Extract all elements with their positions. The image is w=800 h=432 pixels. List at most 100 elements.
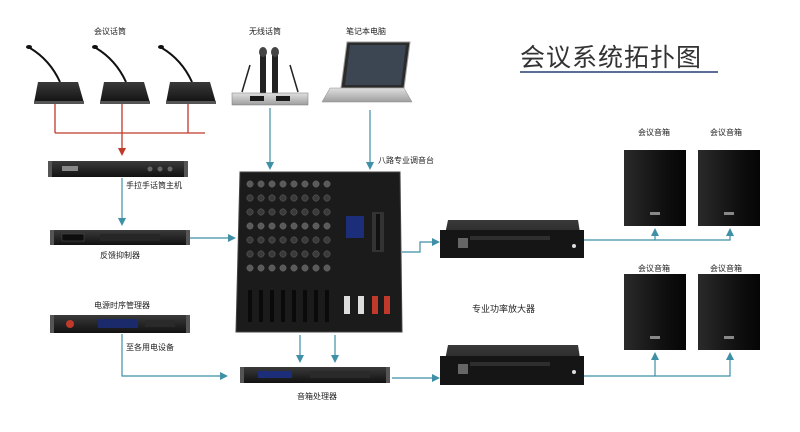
conference-mic-1: [26, 45, 84, 104]
label-power-sequencer: 电源时序管理器: [94, 301, 150, 310]
mixer-knob: [312, 208, 320, 216]
label-conference-mic: 会议话筒: [94, 27, 126, 36]
laptop-device: [321, 41, 413, 103]
power-sequencer-unit: [50, 315, 190, 333]
mixer-fader: [248, 290, 252, 322]
audio-processor-unit: [240, 367, 390, 383]
mixer-knob: [312, 264, 320, 272]
mixer-knob: [323, 236, 331, 244]
mixer-fader: [314, 290, 318, 322]
mixer-knob: [246, 194, 254, 202]
mixer-knob: [323, 250, 331, 258]
mixer-knob: [246, 250, 254, 258]
label-mic-host: 手拉手话筒主机: [126, 181, 182, 190]
wireless-mic-receiver: [231, 47, 309, 106]
mixer-knob: [323, 264, 331, 272]
mixer-knob: [268, 264, 276, 272]
mixer-fader: [270, 290, 274, 322]
label-laptop: 笔记本电脑: [346, 27, 386, 36]
mixer-knob: [257, 180, 265, 188]
mixer-knob: [246, 180, 254, 188]
mixer-knob: [290, 180, 298, 188]
mixer-knob: [290, 194, 298, 202]
label-feedback-suppressor: 反馈抑制器: [100, 251, 140, 260]
mixer-knob: [246, 208, 254, 216]
mixer-knob: [257, 208, 265, 216]
mixer-knob: [279, 236, 287, 244]
mixer-fader: [259, 290, 263, 322]
title-underline: [520, 71, 718, 73]
mixer-knob: [246, 264, 254, 272]
mixer-knob: [257, 236, 265, 244]
label-to-power-devices: 至各用电设备: [126, 343, 174, 352]
signal-lines: [118, 108, 734, 382]
label-speaker-4: 会议音箱: [710, 264, 742, 273]
mixer-knob: [279, 180, 287, 188]
mixer-knob: [290, 208, 298, 216]
mixer-knob: [312, 180, 320, 188]
mixer-knob: [301, 222, 309, 230]
mixer-knob: [279, 194, 287, 202]
label-mixer: 八路专业调音台: [378, 156, 434, 165]
mixer-knob: [246, 222, 254, 230]
label-speaker-3: 会议音箱: [638, 264, 670, 273]
speaker-cabinet-3: [624, 274, 686, 350]
mixer-knob: [323, 222, 331, 230]
mixer-knob: [323, 208, 331, 216]
conference-mic-2: [92, 45, 150, 104]
power-amplifier-1: [440, 220, 584, 258]
mixer-knob: [279, 264, 287, 272]
mixer-knob: [323, 180, 331, 188]
mixer-knob: [257, 264, 265, 272]
mixer-fader: [325, 290, 329, 322]
mixer-knob: [290, 222, 298, 230]
mixer-knob: [268, 236, 276, 244]
mixer-knob: [257, 250, 265, 258]
mixer-knob: [323, 194, 331, 202]
mixer-knob: [301, 250, 309, 258]
mic-host-unit: [48, 161, 188, 177]
label-audio-processor: 音箱处理器: [297, 392, 337, 401]
feedback-suppressor-unit: [50, 230, 190, 245]
mic-bus-lines: [54, 103, 205, 156]
speaker-cabinet-4: [698, 274, 760, 350]
mixer-knob: [268, 222, 276, 230]
conference-mic-3: [158, 45, 216, 104]
mixer-knob: [268, 250, 276, 258]
mixer-knob: [301, 180, 309, 188]
mixer-knob: [312, 250, 320, 258]
label-wireless-mic: 无线话筒: [249, 27, 281, 36]
speaker-cabinet-2: [698, 150, 760, 226]
mixer-knob: [312, 194, 320, 202]
mixer-knob: [279, 208, 287, 216]
mixer-fader: [303, 290, 307, 322]
label-speaker-1: 会议音箱: [638, 128, 670, 137]
speaker-cabinet-1: [624, 150, 686, 226]
mixer-knob: [290, 250, 298, 258]
mixer-knob: [301, 264, 309, 272]
mixer-fader: [292, 290, 296, 322]
mixer-knob: [301, 236, 309, 244]
mixer-fader: [281, 290, 285, 322]
mixer-knob: [246, 236, 254, 244]
mixer-knob: [301, 194, 309, 202]
mixer-knob: [257, 194, 265, 202]
power-amplifier-2: [440, 345, 584, 385]
label-power-amplifier: 专业功率放大器: [472, 305, 536, 315]
mixer-console: [235, 171, 403, 333]
mixer-knob: [312, 222, 320, 230]
mixer-knob: [268, 180, 276, 188]
label-speaker-2: 会议音箱: [710, 128, 742, 137]
mixer-knob: [301, 208, 309, 216]
mixer-knob: [268, 194, 276, 202]
mixer-knob: [257, 222, 265, 230]
mixer-knob: [312, 236, 320, 244]
mixer-knob: [268, 208, 276, 216]
mixer-knob: [279, 222, 287, 230]
mixer-knob: [279, 250, 287, 258]
diagram-title: 会议系统拓扑图: [520, 43, 703, 72]
mixer-knob: [290, 236, 298, 244]
mixer-knob: [290, 264, 298, 272]
